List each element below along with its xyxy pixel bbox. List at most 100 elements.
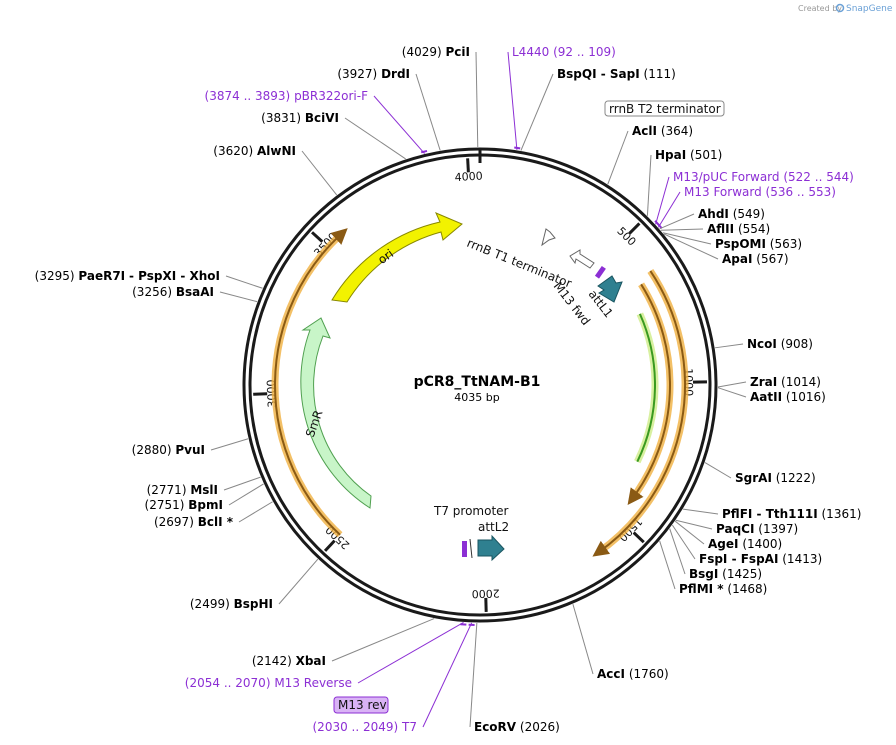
leader-pspomi [662, 232, 712, 245]
site-name-paqci: PaqCI [716, 522, 754, 536]
tick-mark-2500 [323, 539, 336, 552]
t7-promoter-mark [469, 538, 473, 559]
site-label-xbai: (2142) XbaI [252, 654, 326, 668]
leader-ahdi [659, 213, 695, 230]
orf-left-arrow [274, 228, 348, 536]
site-label-bpmi: (2751) BpmI [145, 498, 223, 512]
site-pos-bsgi: (1425) [722, 567, 762, 581]
site-label-ncoi: NcoI (908) [747, 337, 813, 351]
site-name-acli: AclI [632, 124, 657, 138]
label-leaders [210, 51, 747, 728]
snapgene-brand: SnapGene [846, 4, 893, 14]
t7-promoter-label: T7 promoter [433, 504, 509, 518]
leader-acci [572, 603, 594, 675]
site-name-bcivi: BciVI [305, 111, 339, 125]
m13-fwd-label: M13 fwd [551, 279, 593, 328]
site-pos-acli: (364) [661, 124, 693, 138]
leader-xbai [331, 618, 435, 662]
site-pos-pcii: (4029) [402, 45, 442, 59]
site-name-sgrai: SgrAI [735, 471, 772, 485]
site-name-bspqi: BspQI - SapI [557, 67, 640, 81]
site-label-agei: AgeI (1400) [708, 537, 782, 551]
rrnb-t1-terminator-arrow [569, 249, 595, 269]
site-pos-alwni: (3620) [213, 144, 253, 158]
leader-hpai [646, 154, 652, 216]
site-label-acci: AccI (1760) [597, 667, 669, 681]
leader-bcli [238, 501, 273, 523]
attl1-arrow [597, 275, 623, 303]
site-pos-bpmi: (2751) [145, 498, 185, 512]
site-label-drdi: (3927) DrdI [337, 67, 410, 81]
site-name-agei: AgeI [708, 537, 738, 551]
leader-pflmi [659, 540, 676, 590]
leader-aatii [717, 387, 747, 398]
site-pos-agei: (1400) [742, 537, 782, 551]
site-label-pvui: (2880) PvuI [132, 443, 205, 457]
orf-outer-arrow [592, 270, 686, 557]
leader-drdi [415, 73, 441, 151]
attl2-bar [462, 541, 467, 557]
site-name-bsgi: BsgI [689, 567, 718, 581]
site-pos-xbai: (2142) [252, 654, 292, 668]
leader-aflii [660, 228, 704, 231]
site-pos-pflfi: (1361) [822, 507, 862, 521]
site-label-pbr322: (3874 .. 3893) pBR322ori-F [205, 89, 369, 103]
site-label-bsgi: BsgI (1425) [689, 567, 762, 581]
leader-paqci [675, 519, 713, 530]
smr-feature-arrow [300, 317, 372, 509]
site-label-alwni: (3620) AlwNI [213, 144, 296, 158]
orf-middle-arrow [627, 283, 671, 505]
site-name-pflmi: PflMI * [679, 582, 724, 596]
site-name-pcii: PciI [446, 45, 471, 59]
site-label-bsaai: (3256) BsaAI [132, 285, 214, 299]
orf-inner-arrow [636, 313, 656, 463]
site-pos-acci: (1760) [629, 667, 669, 681]
site-label-ahdi: AhdI (549) [698, 207, 765, 221]
site-name-aatii: AatII [750, 390, 782, 404]
leader-bspqi [520, 73, 554, 151]
site-label-bcivi: (3831) BciVI [261, 111, 339, 125]
site-name-msli: MslI [190, 483, 218, 497]
site-pos-pflmi: (1468) [727, 582, 767, 596]
site-label-msli: (2771) MslI [147, 483, 218, 497]
site-pos-aflii: (554) [738, 222, 770, 236]
site-pos-drdi: (3927) [337, 67, 377, 81]
leader-m13fwd [657, 191, 681, 228]
site-name-xbai: XbaI [296, 654, 326, 668]
leader-paer7i [225, 275, 263, 289]
tick-mark-4000 [466, 158, 470, 173]
site-pos-apai: (567) [756, 252, 788, 266]
site-pos-bcli: (2697) [154, 515, 194, 529]
site-pos-m13fwd: (536 .. 553) [766, 185, 836, 199]
leader-bsaai [219, 291, 258, 303]
site-label-bspqi: BspQI - SapI (111) [557, 67, 676, 81]
site-pos-ahdi: (549) [733, 207, 765, 221]
rrnb-t2-label-box [604, 100, 725, 117]
site-name-m13puc: M13/pUC Forward [673, 170, 780, 184]
site-label-acli: AclI (364) [632, 124, 693, 138]
site-pos-ncoi: (908) [781, 337, 813, 351]
site-pos-hpai: (501) [690, 148, 722, 162]
leader-pflfi [683, 508, 719, 515]
tick-label-2000: 2000 [472, 587, 500, 601]
site-pos-m13rev_primer: (2054 .. 2070) [185, 676, 271, 690]
site-name-pspomi: PspOMI [715, 237, 766, 251]
tick-mark-1500 [632, 531, 645, 544]
site-name-bcli: BclI * [198, 515, 234, 529]
site-label-bsphi: (2499) BspHI [190, 597, 273, 611]
site-label-bcli: (2697) BclI * [154, 515, 234, 529]
site-name-ecorv: EcoRV [474, 720, 517, 734]
site-pos-bcivi: (3831) [261, 111, 301, 125]
site-label-paqci: PaqCI (1397) [716, 522, 798, 536]
leader-ncoi [715, 343, 744, 349]
site-label-pflfi: PflFI - Tth111I (1361) [722, 507, 861, 521]
site-label-m13puc: M13/pUC Forward (522 .. 544) [673, 170, 854, 184]
leader-msli [223, 476, 261, 491]
tick-mark-3500 [311, 231, 324, 243]
site-name-aflii: AflII [707, 222, 734, 236]
site-pos-pvui: (2880) [132, 443, 172, 457]
site-label-ecorv: EcoRV (2026) [474, 720, 560, 734]
site-pos-bspqi: (111) [644, 67, 676, 81]
site-label-pcii: (4029) PciI [402, 45, 470, 59]
attl2-label: attL2 [478, 520, 509, 534]
